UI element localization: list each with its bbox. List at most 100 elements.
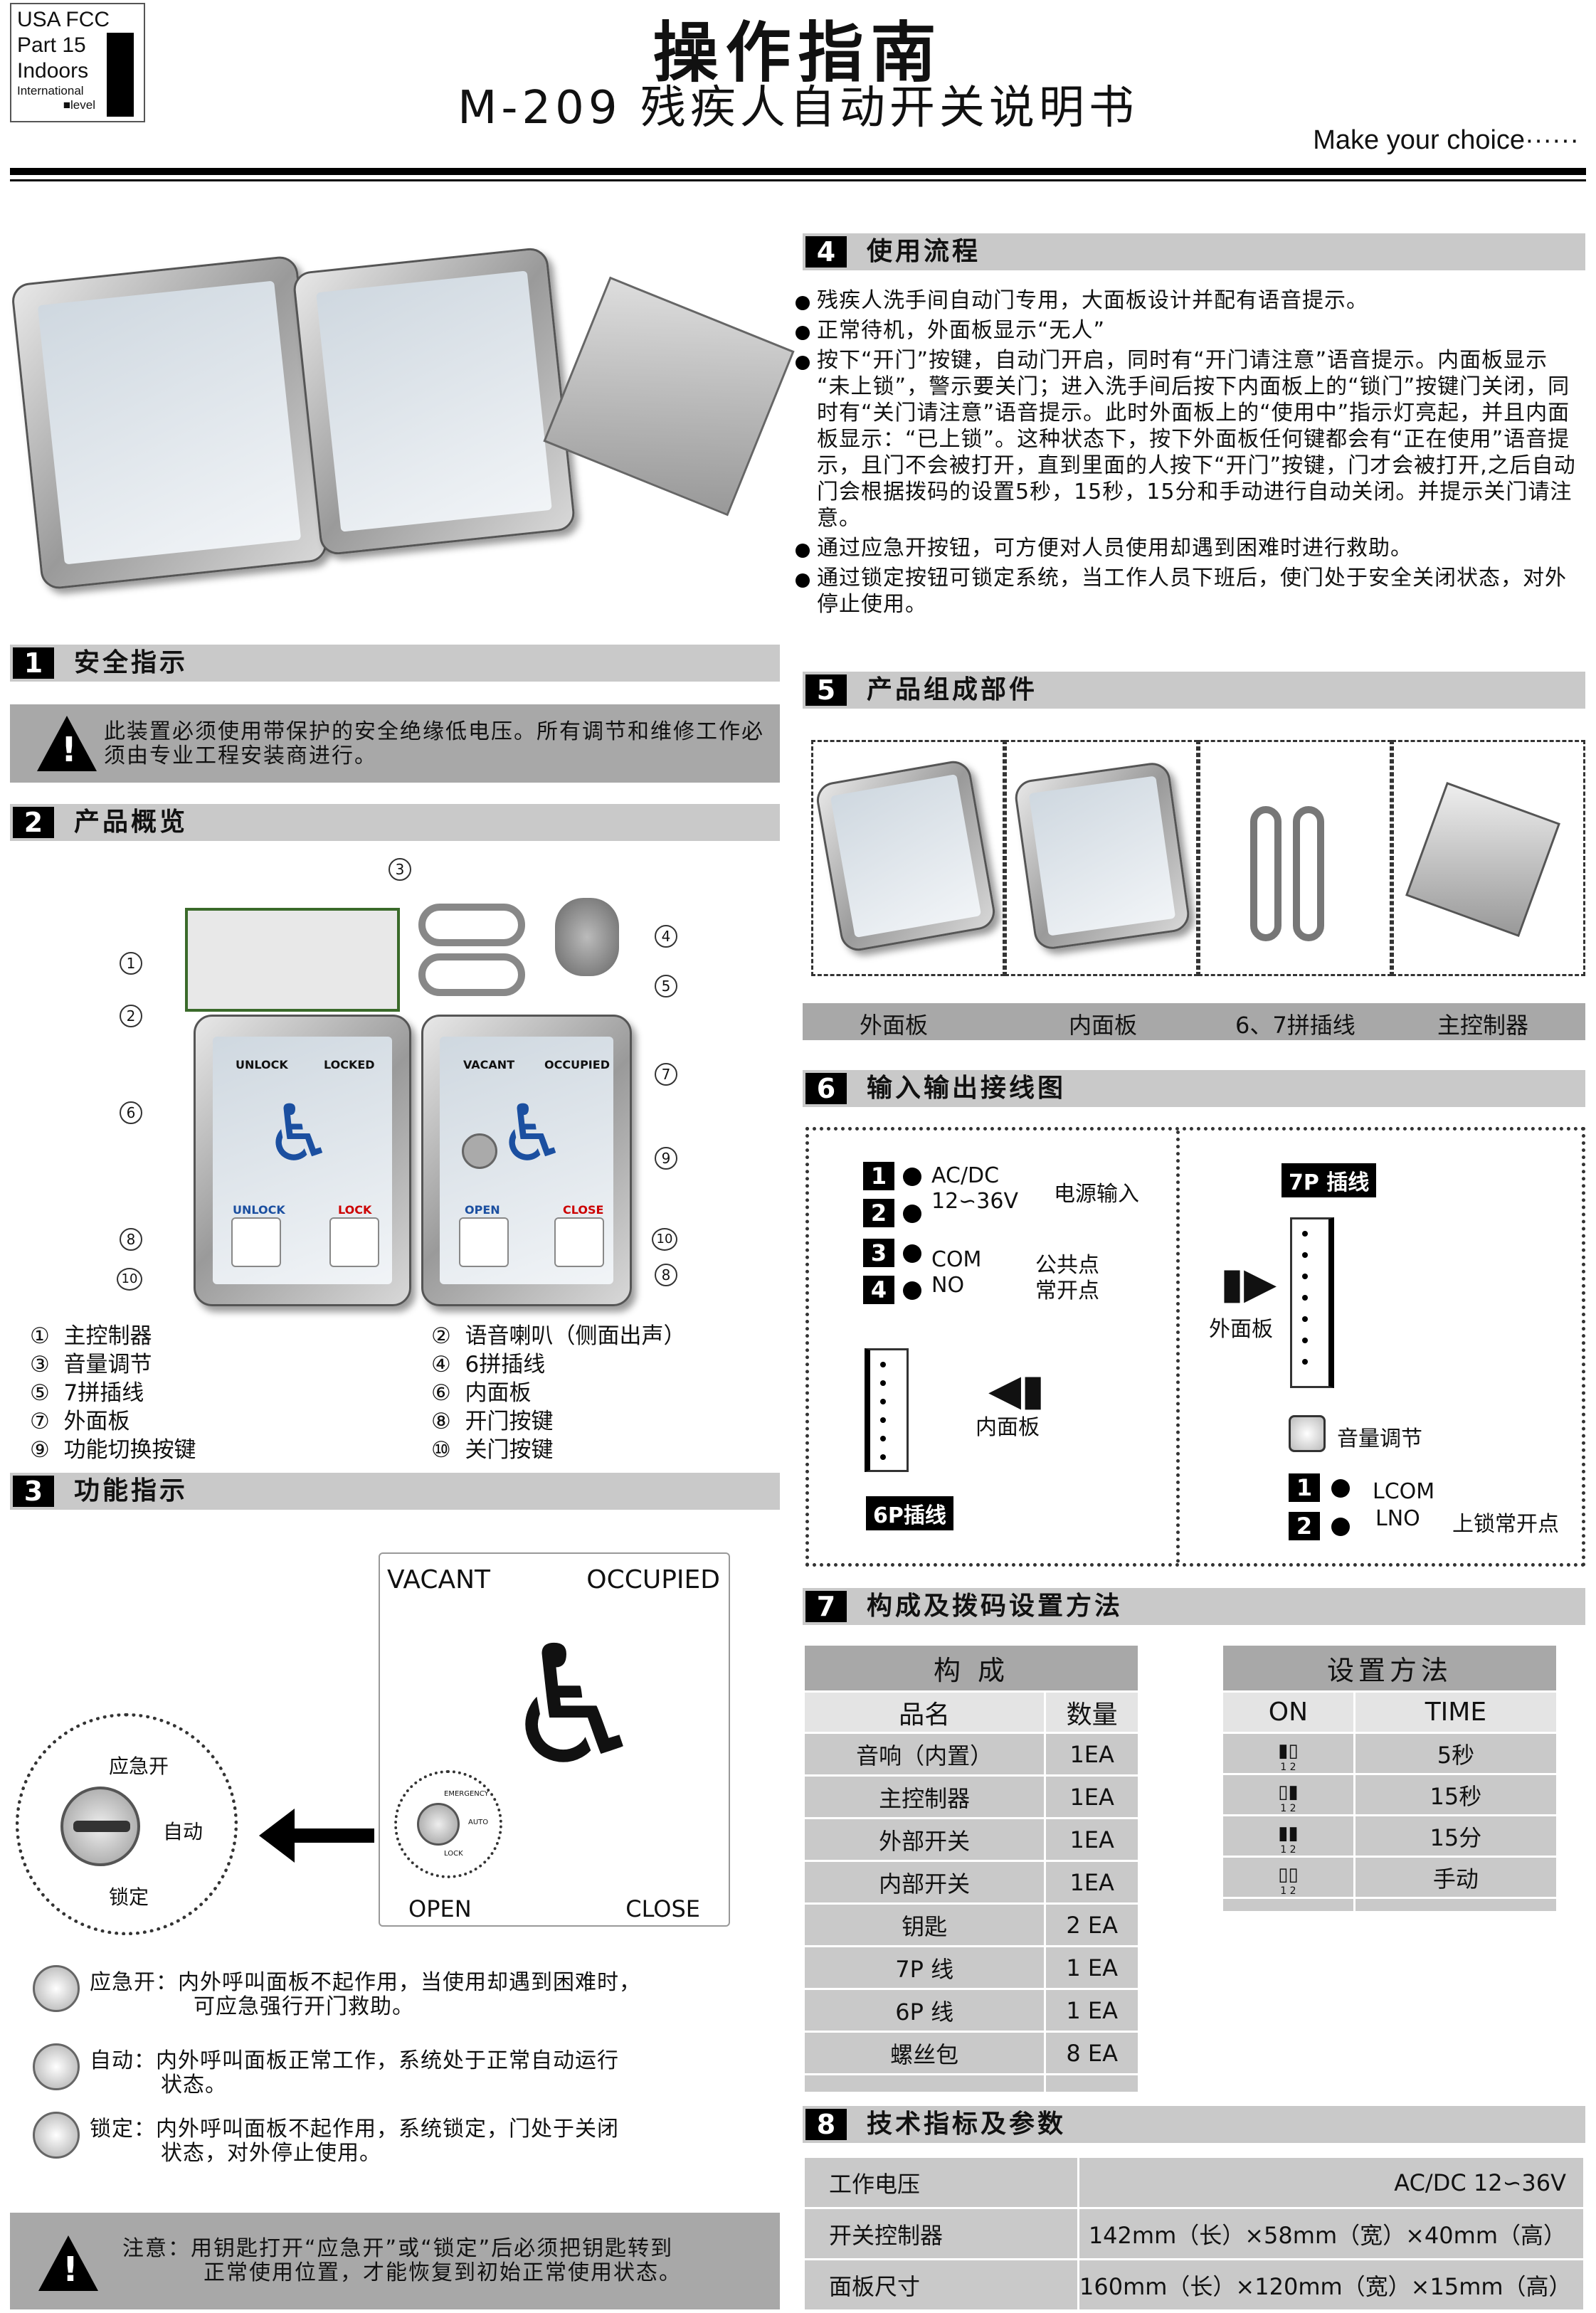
- panel-label: LOCKED: [324, 1058, 375, 1071]
- label-lcom: LCOM: [1373, 1479, 1435, 1504]
- arrow-left-icon: ◀▮: [988, 1365, 1045, 1415]
- small-key-dial: EMERGENCY AUTO LOCK: [394, 1770, 502, 1878]
- part-image: [813, 758, 998, 954]
- legend-right: ② 语音喇叭（侧面出声） ④ 6拼插线 ⑥ 内面板 ⑧ 开门按键 ⑩ 关门按键: [431, 1322, 686, 1464]
- spec-label: 开关控制器: [803, 2207, 1079, 2260]
- parts-label-bar: 外面板 内面板 6、7拼插线 主控制器: [803, 1003, 1585, 1040]
- dip-switch-icon: ▯▮1 2: [1221, 1773, 1355, 1816]
- mode-emergency-text: 应急开：内外呼叫面板不起作用，当使用却遇到困难时，可应急强行开门救助。: [90, 1970, 641, 2019]
- panel-label: OPEN: [465, 1203, 500, 1217]
- product-photo-outer: [10, 255, 329, 591]
- section-header-3: 3 功能指示: [10, 1473, 780, 1510]
- page-title: 操作指南: [652, 15, 944, 91]
- legend-item: ① 主控制器: [30, 1323, 152, 1349]
- spec-value: 160mm（长）×120mm（宽）×15mm（高）: [1077, 2258, 1585, 2312]
- header-rule: [10, 179, 1586, 181]
- key-switch[interactable]: [462, 1133, 497, 1169]
- unlock-button[interactable]: [231, 1217, 281, 1267]
- fcc-line: ■level: [63, 98, 95, 112]
- table-cell: 外部开关: [802, 1817, 1047, 1862]
- part-label: 主控制器: [1437, 1012, 1529, 1039]
- panel-label-close: CLOSE: [625, 1895, 700, 1922]
- callout-2: 2: [120, 1005, 142, 1027]
- spec-label: 面板尺寸: [803, 2258, 1079, 2312]
- table-cell: 手动: [1353, 1856, 1559, 1899]
- list-item: 通过锁定按钮可锁定系统，当工作人员下班后，使门处于安全关闭状态，对外停止使用。: [796, 565, 1585, 618]
- section-title: 构成及拨码设置方法: [867, 1592, 1124, 1621]
- mode-emergency-icon: [33, 1965, 80, 2012]
- table-cell: 2 EA: [1044, 1902, 1140, 1947]
- part-image: [1250, 806, 1281, 941]
- section-header-8: 8 技术指标及参数: [803, 2106, 1585, 2143]
- callout-4: 4: [655, 925, 677, 948]
- spec-label: 工作电压: [803, 2156, 1079, 2209]
- mode-auto-icon: [33, 2043, 80, 2090]
- section-header-5: 5 产品组成部件: [803, 672, 1585, 709]
- cable-7p: [418, 904, 525, 946]
- controller-photo: [543, 276, 795, 517]
- fcc-line: Indoors: [17, 59, 89, 83]
- table-cell: 6P 线: [802, 1988, 1047, 2033]
- legend-item: ⑥ 内面板: [431, 1380, 532, 1406]
- terminal-1: 1: [863, 1162, 894, 1190]
- mode-lock-text: 锁定：内外呼叫面板不起作用，系统锁定，门处于关闭状态，对外停止使用。: [90, 2117, 619, 2166]
- open-button[interactable]: [459, 1217, 509, 1267]
- legend-item: ⑦ 外面板: [30, 1409, 130, 1434]
- panel-label-open: OPEN: [408, 1895, 472, 1922]
- part-label: 内面板: [1069, 1012, 1138, 1039]
- table-cell: 钥匙: [802, 1902, 1047, 1947]
- panel-label: OCCUPIED: [544, 1058, 610, 1071]
- table-cell: 螺丝包: [802, 2031, 1047, 2075]
- section-header-4: 4 使用流程: [803, 233, 1585, 270]
- safety-warning: ! 此装置必须使用带保护的安全绝缘低电压。所有调节和维修工作必须由专业工程安装商…: [10, 704, 780, 783]
- list-item: 通过应急开按钮，可方便对人员使用却遇到困难时进行救助。: [796, 535, 1585, 561]
- table-cell: 7P 线: [802, 1945, 1047, 1990]
- section-number: 7: [805, 1591, 847, 1622]
- panel-label: CLOSE: [563, 1203, 604, 1217]
- label-voltage: 12∽36V: [931, 1189, 1019, 1214]
- list-item: 残疾人洗手间自动门专用，大面板设计并配有语音提示。: [796, 287, 1585, 314]
- section-number: 8: [805, 2109, 847, 2140]
- inner-panel: UNLOCK LOCKED ♿ UNLOCK LOCK: [194, 1015, 411, 1306]
- column-header: TIME: [1353, 1690, 1559, 1734]
- section-number: 2: [13, 807, 54, 838]
- warning-text: 此装置必须使用带保护的安全绝缘低电压。所有调节和维修工作必须由专业工程安装商进行…: [104, 719, 764, 768]
- callout-10: 10: [117, 1268, 142, 1291]
- lock-button[interactable]: [329, 1217, 379, 1267]
- legend-item: ⑤ 7拼插线: [30, 1380, 144, 1406]
- section-title: 产品概览: [74, 808, 189, 837]
- panel-face: [316, 270, 552, 533]
- terminal-dot: [903, 1244, 921, 1263]
- table-cell: 1 EA: [1044, 1988, 1140, 2033]
- part-outer-panel: [811, 740, 1005, 976]
- warning-icon: !: [38, 2235, 98, 2291]
- legend-item: ④ 6拼插线: [431, 1352, 546, 1377]
- table-cell: 1EA: [1044, 1860, 1140, 1905]
- callout-5: 5: [655, 975, 677, 997]
- section-title: 技术指标及参数: [867, 2110, 1067, 2139]
- table-cell: 15分: [1353, 1814, 1559, 1858]
- tagline: Make your choice······: [1313, 125, 1579, 155]
- fcc-bar: [107, 33, 134, 117]
- terminal-3: 3: [863, 1239, 894, 1267]
- dip-switch-icon: ▯▯1 2: [1221, 1856, 1355, 1899]
- divider: [1176, 1131, 1180, 1563]
- function-panel: VACANT OCCUPIED ♿ EMERGENCY AUTO LOCK OP…: [379, 1552, 730, 1927]
- table-cell: 音响（内置）: [802, 1732, 1047, 1777]
- arrow-right-icon: ▮▶: [1220, 1259, 1277, 1308]
- volume-knob-icon[interactable]: [1289, 1415, 1326, 1452]
- close-button[interactable]: [554, 1217, 604, 1267]
- key-dial: 应急开 自动 锁定: [16, 1713, 238, 1935]
- label-volume: 音量调节: [1337, 1427, 1422, 1451]
- fcc-line: USA FCC: [17, 8, 110, 31]
- terminal-dot: [903, 1205, 921, 1223]
- wheelchair-icon: ♿: [497, 1088, 568, 1179]
- table-cell: 15秒: [1353, 1773, 1559, 1816]
- dip-switch-icon: ▮▮1 2: [1221, 1814, 1355, 1858]
- panel-label: UNLOCK: [233, 1203, 285, 1217]
- fcc-line: Part 15: [17, 33, 86, 57]
- key-cylinder[interactable]: [60, 1787, 140, 1866]
- wheelchair-icon: ♿: [264, 1088, 334, 1179]
